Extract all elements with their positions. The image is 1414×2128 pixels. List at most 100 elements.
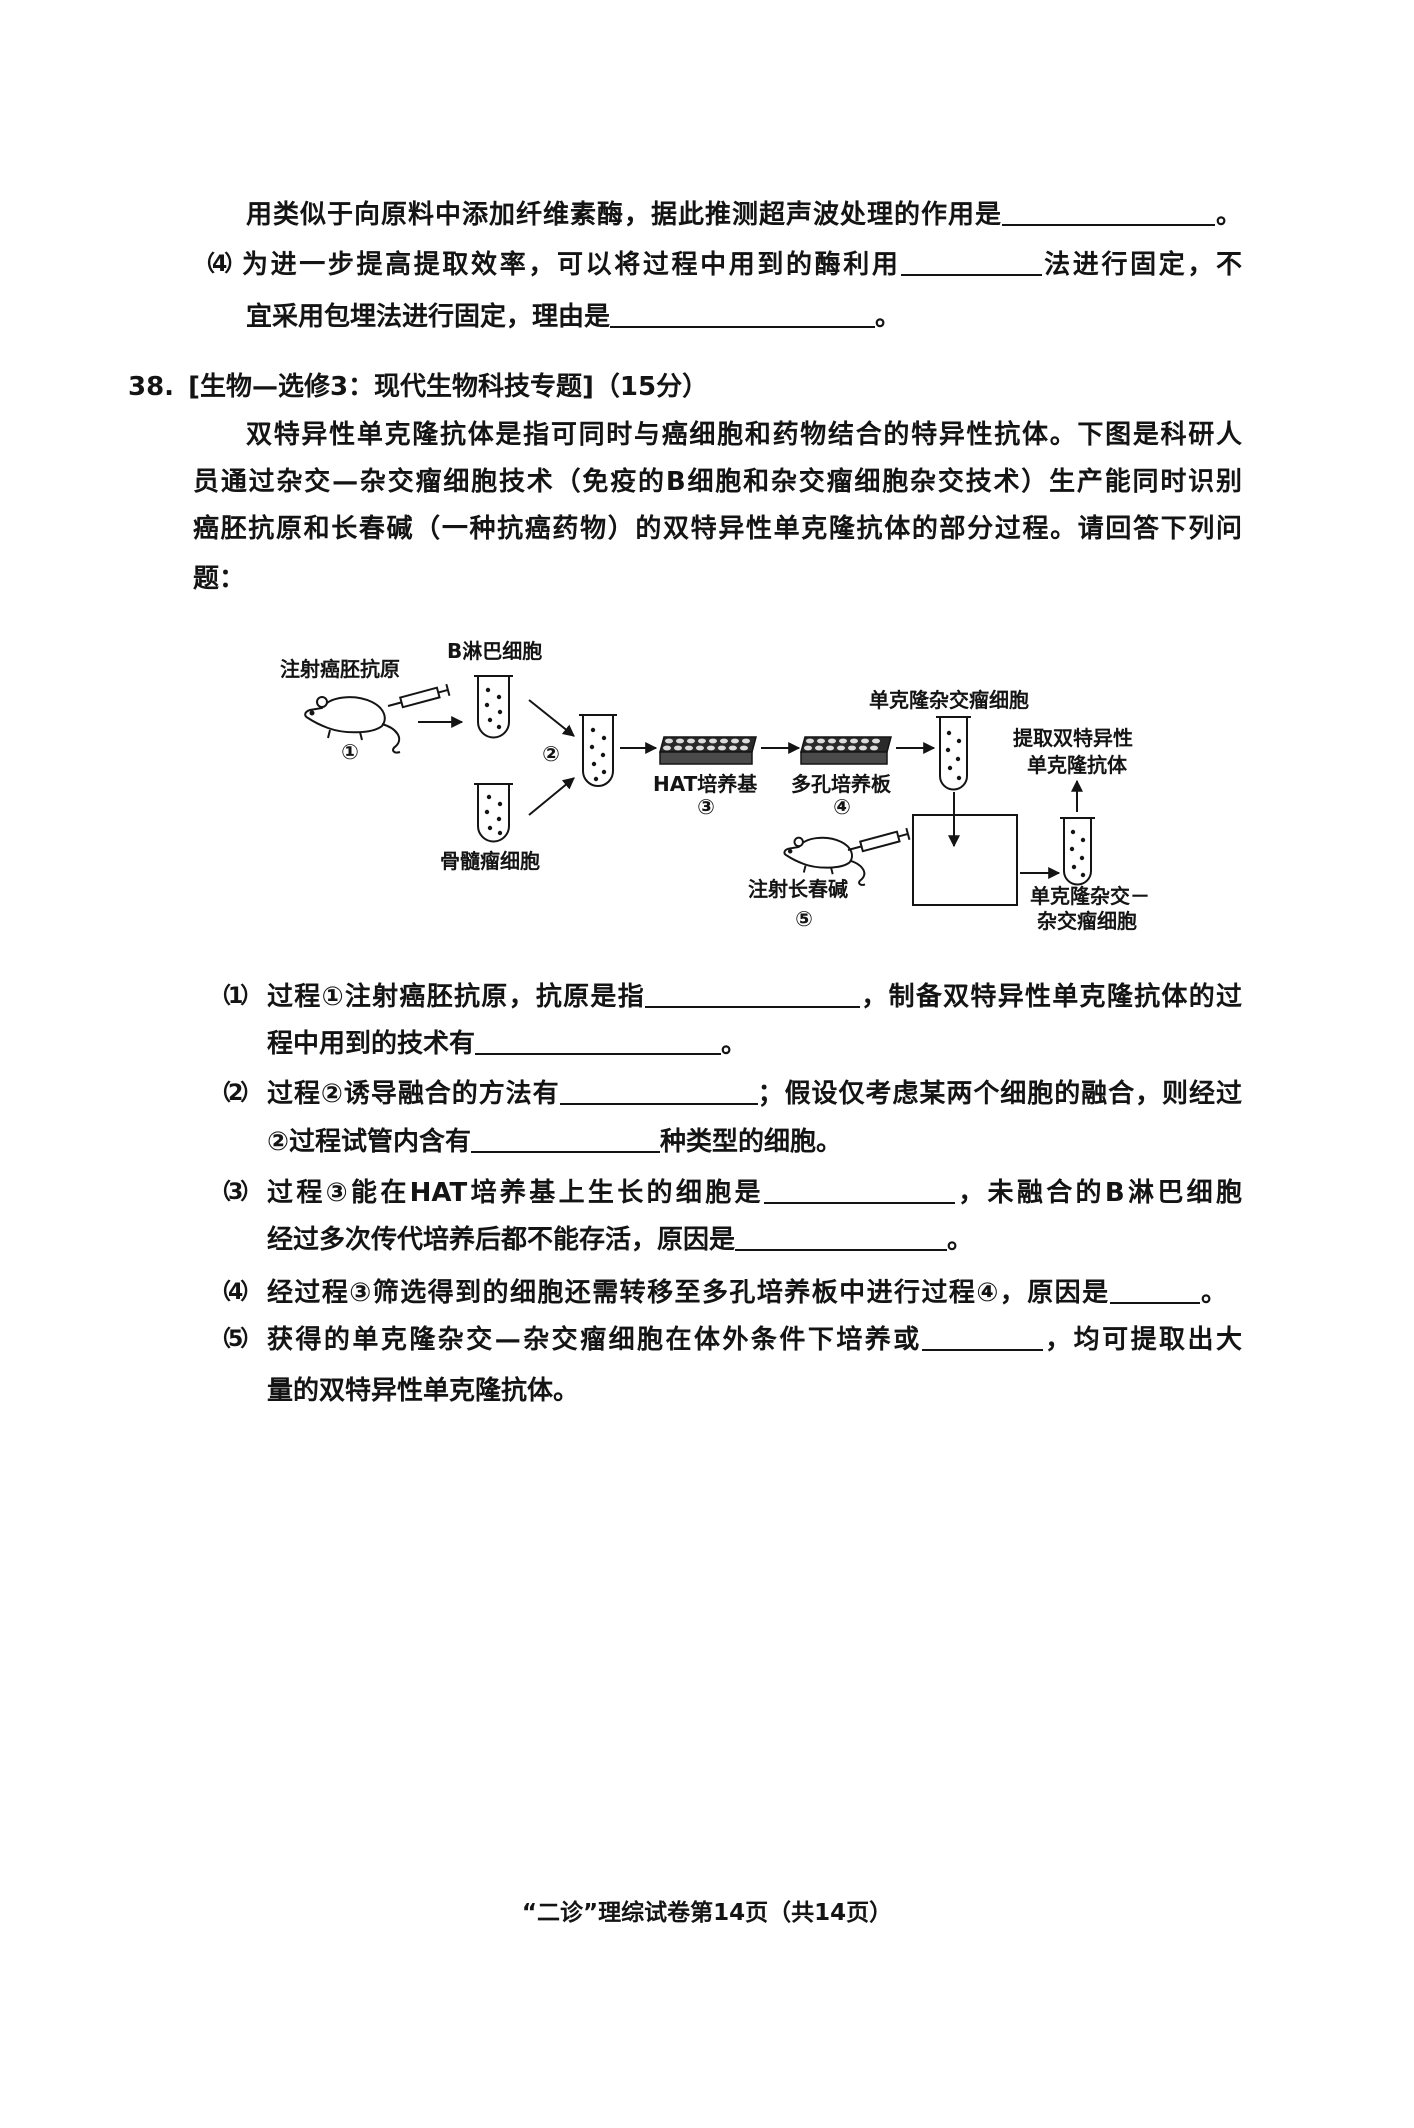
test-tube-icon bbox=[1060, 817, 1095, 886]
process-box bbox=[912, 814, 1018, 906]
process-diagram: 注射癌胚抗原 ① B淋巴细胞 骨髓瘤细胞 ② bbox=[280, 639, 1150, 933]
answer-blank bbox=[645, 982, 860, 1008]
plate-well bbox=[837, 745, 845, 751]
plate-well bbox=[872, 738, 880, 744]
step-marker-3: ③ bbox=[697, 795, 715, 819]
plate-well bbox=[674, 745, 682, 751]
sub-question-label: （4） bbox=[193, 252, 246, 277]
question-text: 。 bbox=[1199, 1278, 1227, 1308]
text-line: 过程③能在HAT培养基上生长的细胞是 ，未融合的B淋巴细胞 bbox=[267, 1175, 1242, 1211]
syringe-icon bbox=[387, 683, 451, 709]
plate-well bbox=[806, 738, 814, 744]
text-line: 为进一步提高提取效率，可以将过程中用到的酶利用 法进行固定，不 bbox=[242, 247, 1242, 283]
answer-blank bbox=[1109, 1278, 1200, 1304]
answer-blank bbox=[559, 1079, 758, 1105]
mouse-icon bbox=[304, 696, 401, 754]
answer-blank bbox=[610, 302, 876, 328]
plate-well bbox=[828, 738, 836, 744]
question-text: 宜采用包埋法进行固定，理由是 bbox=[246, 302, 611, 332]
plate-well bbox=[742, 738, 750, 744]
test-tube-icon bbox=[474, 675, 513, 739]
question-text: 过程②诱导融合的方法有 bbox=[267, 1079, 560, 1109]
text-line: 用类似于向原料中添加纤维素酶，据此推测超声波处理的作用是 。 bbox=[246, 197, 1242, 233]
intro-line: 题： bbox=[193, 564, 246, 594]
plate-well bbox=[720, 738, 728, 744]
plate-well bbox=[870, 745, 878, 751]
text-line: 过程②诱导融合的方法有；假设仅考虑某两个细胞的融合，则经过 bbox=[267, 1076, 1242, 1112]
plate-well bbox=[696, 745, 704, 751]
plate-well bbox=[740, 745, 748, 751]
label-inject-antigen: 注射癌胚抗原 bbox=[280, 657, 400, 681]
page-footer: “二诊”理综试卷第14页（共14页） bbox=[521, 1900, 893, 1926]
answer-blank bbox=[735, 1225, 948, 1251]
question-text: ②过程试管内含有 bbox=[267, 1127, 472, 1157]
answer-blank bbox=[921, 1325, 1043, 1351]
question-heading: 38.[生物—选修3：现代生物科技专题]（15分） bbox=[128, 369, 708, 405]
text-line: 过程①注射癌胚抗原，抗原是指，制备双特异性单克隆抗体的过 bbox=[267, 979, 1242, 1015]
plate-well bbox=[687, 738, 695, 744]
plate-well bbox=[676, 738, 684, 744]
plate-well bbox=[817, 738, 825, 744]
question-text: ，均可提取出大 bbox=[1042, 1325, 1242, 1355]
arrow bbox=[528, 699, 575, 737]
step-marker-2: ② bbox=[542, 742, 560, 766]
label-inject-vinblastine: 注射长春碱 bbox=[748, 877, 848, 901]
answer-blank bbox=[471, 1127, 661, 1153]
text-line: 经过程③筛选得到的细胞还需转移至多孔培养板中进行过程④，原因是 。 bbox=[267, 1275, 1227, 1311]
text-line: 获得的单克隆杂交—杂交瘤细胞在体外条件下培养或，均可提取出大 bbox=[267, 1322, 1242, 1358]
question-text: 用类似于向原料中添加纤维素酶，据此推测超声波处理的作用是 bbox=[246, 200, 1002, 230]
answer-blank bbox=[475, 1029, 722, 1055]
question-text: 法进行固定，不 bbox=[1041, 250, 1242, 280]
question-number: 38. bbox=[128, 372, 175, 402]
label-b-cells: B淋巴细胞 bbox=[447, 639, 542, 663]
plate-well bbox=[848, 745, 856, 751]
plate-well bbox=[707, 745, 715, 751]
question-text: 程中用到的技术有 bbox=[267, 1029, 476, 1059]
question-text: 为进一步提高提取效率，可以将过程中用到的酶利用 bbox=[242, 250, 901, 280]
plate-well bbox=[709, 738, 717, 744]
arrow bbox=[528, 777, 575, 816]
question-text: ，未融合的B淋巴细胞 bbox=[954, 1178, 1242, 1208]
sub-question-label: （4） bbox=[209, 1280, 262, 1305]
text-line: 经过多次传代培养后都不能存活，原因是。 bbox=[267, 1222, 973, 1258]
question-text: 经过程③筛选得到的细胞还需转移至多孔培养板中进行过程④，原因是 bbox=[267, 1278, 1110, 1308]
answer-blank bbox=[900, 250, 1042, 276]
label-hat-medium: HAT培养基 bbox=[653, 772, 758, 796]
label-monoclonal-hybridoma: 单克隆杂交瘤细胞 bbox=[869, 688, 1029, 712]
answer-blank bbox=[763, 1178, 955, 1204]
plate-well bbox=[861, 738, 869, 744]
question-text: 经过多次传代培养后都不能存活，原因是 bbox=[267, 1225, 736, 1255]
label-myeloma-cells: 骨髓瘤细胞 bbox=[440, 849, 540, 873]
culture-plate-icon bbox=[800, 736, 892, 765]
sub-question-label: （2） bbox=[209, 1081, 262, 1106]
plate-well bbox=[685, 745, 693, 751]
test-tube-icon bbox=[474, 783, 513, 843]
plate-well bbox=[665, 738, 673, 744]
plate-well bbox=[850, 738, 858, 744]
plate-well bbox=[839, 738, 847, 744]
question-text: 。 bbox=[1214, 200, 1242, 230]
sub-question-label: （5） bbox=[209, 1327, 262, 1352]
text-line: 量的双特异性单克隆抗体。 bbox=[267, 1376, 580, 1406]
plate-well bbox=[698, 738, 706, 744]
text-line: 宜采用包埋法进行固定，理由是。 bbox=[246, 299, 901, 335]
label-hybrid-hybridoma: 杂交瘤细胞 bbox=[1037, 909, 1137, 933]
plate-well bbox=[804, 745, 812, 751]
label-extract-antibody: 单克隆抗体 bbox=[1027, 753, 1128, 777]
plate-well bbox=[815, 745, 823, 751]
plate-well bbox=[731, 738, 739, 744]
intro-line: 癌胚抗原和长春碱（一种抗癌药物）的双特异性单克隆抗体的部分过程。请回答下列问 bbox=[193, 514, 1242, 544]
label-multiwell-plate: 多孔培养板 bbox=[791, 772, 892, 796]
question-text: 过程③能在HAT培养基上生长的细胞是 bbox=[267, 1178, 764, 1208]
label-extract-antibody: 提取双特异性 bbox=[1013, 726, 1133, 750]
plate-well bbox=[663, 745, 671, 751]
plate-well bbox=[729, 745, 737, 751]
step-marker-5: ⑤ bbox=[795, 907, 813, 931]
test-tube-icon bbox=[936, 716, 971, 791]
sub-question-label: （1） bbox=[209, 984, 262, 1009]
intro-line: 员通过杂交—杂交瘤细胞技术（免疫的B细胞和杂交瘤细胞杂交技术）生产能同时识别 bbox=[193, 467, 1242, 497]
text-line: ②过程试管内含有种类型的细胞。 bbox=[267, 1124, 842, 1160]
mouse-icon bbox=[783, 836, 866, 886]
intro-line: 双特异性单克隆抗体是指可同时与癌细胞和药物结合的特异性抗体。下图是科研人 bbox=[246, 420, 1242, 450]
label-hybrid-hybridoma: 单克隆杂交－ bbox=[1030, 884, 1150, 908]
